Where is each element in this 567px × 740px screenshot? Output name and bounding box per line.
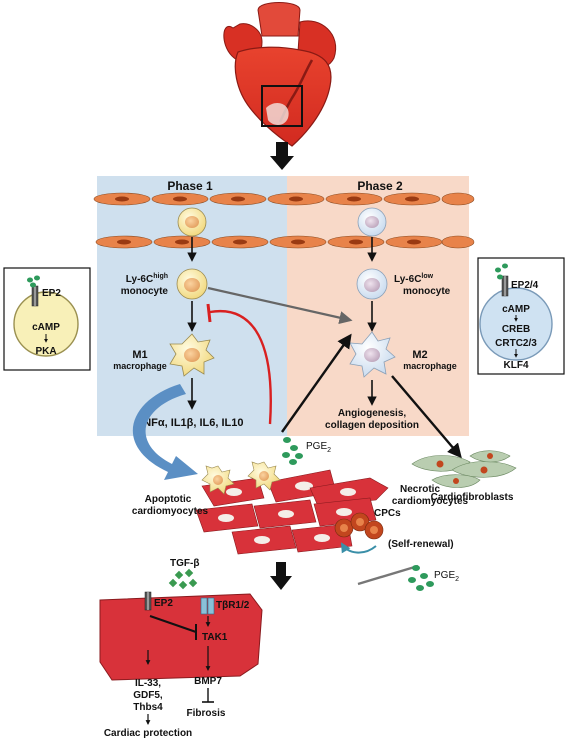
ly6c-low-monocyte-word: monocyte	[403, 286, 451, 297]
pge2-to-cpcs-line	[357, 564, 419, 586]
cytokines-label: TNFα, IL1β, IL6, IL10	[137, 417, 244, 429]
thbs4-label: Thbs4	[133, 702, 163, 713]
heart-vessels	[257, 2, 301, 37]
pge2-inhibition-line	[209, 309, 272, 425]
necrotic-label-1: Necrotic	[400, 484, 440, 495]
ly6c-high-monocyte-word: monocyte	[121, 286, 169, 297]
cpc-cells	[334, 512, 384, 540]
apoptotic-label-1: Apoptotic	[145, 494, 192, 505]
cardiofibroblasts-label: Cardiofibroblasts	[431, 492, 514, 503]
heart-illustration	[223, 2, 337, 147]
myocyte-row-bottom	[95, 235, 475, 249]
ep2-box-pka-label: PKA	[35, 346, 56, 357]
self-renewal-label: (Self-renewal)	[388, 539, 454, 550]
tbr-label: TβR1/2	[216, 600, 250, 611]
angiogenesis-label: Angiogenesis,	[338, 408, 407, 419]
necrotic-label-2: cardiomyocytes	[392, 496, 469, 507]
m1-macrophage	[169, 333, 215, 377]
tgfb-molecules	[168, 568, 198, 590]
phase2-title: Phase 2	[357, 179, 403, 193]
ep2-signaling-box	[3, 267, 91, 371]
m1-macrophage-word: macrophage	[113, 361, 167, 371]
m2-macrophage-word: macrophage	[403, 361, 457, 371]
ep2-receptor-bottom	[144, 591, 152, 611]
ep24-box-receptor-label: EP2/4	[511, 280, 539, 291]
cardiomyocyte-cell	[99, 593, 263, 681]
phase1-title: Phase 1	[167, 179, 213, 193]
collagen-label: collagen deposition	[325, 420, 419, 431]
ep24-box-creb-label: CREB	[502, 324, 530, 335]
fibrosis-label: Fibrosis	[187, 708, 226, 719]
ep2-box-camp-label: cAMP	[32, 322, 60, 333]
pge2-label-bottom: PGE2	[434, 570, 459, 583]
tbr-receptor	[200, 597, 215, 615]
ly6c-high-label: Ly-6Chigh	[126, 273, 168, 285]
pge2-label-top: PGE2	[306, 441, 331, 454]
tgfb-label: TGF-β	[170, 558, 199, 569]
infarct-box	[261, 85, 303, 127]
ep2-label-bottom: EP2	[154, 598, 173, 609]
cpcs-label: CPCs	[374, 508, 401, 519]
m1-label: M1	[132, 349, 147, 361]
il33-label: IL-33,	[135, 678, 161, 689]
ep24-box-camp-label: cAMP	[502, 304, 530, 315]
ep24-box-crtc-label: CRTC2/3	[495, 338, 537, 349]
myocyte-row-top	[93, 192, 475, 206]
ep2-box-receptor-label: EP2	[42, 288, 61, 299]
m2-label: M2	[412, 349, 427, 361]
ep2-inhibits-tak1	[149, 615, 197, 633]
tissue-down-arrow	[270, 562, 292, 590]
gdf5-label: GDF5,	[133, 690, 163, 701]
self-renewal-arrow	[340, 542, 377, 554]
cardiofibroblasts	[411, 450, 517, 488]
pge2-molecules-bottom	[408, 565, 434, 591]
pge2-molecules-top	[282, 437, 303, 465]
monocyte-transmigrating-phase1	[177, 207, 207, 237]
arrow-m2-to-fibroblasts	[391, 375, 462, 459]
bmp7-label: BMP7	[194, 676, 222, 687]
heart-down-arrow	[270, 142, 294, 170]
heart-ventricles	[234, 46, 332, 147]
pge2-inhibition-bar	[206, 303, 212, 323]
m2-macrophage	[349, 331, 396, 378]
ep24-signaling-box	[477, 257, 565, 375]
apoptotic-label-2: cardiomyocytes	[132, 506, 209, 517]
ep24-box-klf4-label: KLF4	[504, 360, 529, 371]
ly6c-low-monocyte	[356, 268, 388, 300]
monocyte-transmigrating-phase2	[357, 207, 387, 237]
apoptotic-macrophage-2	[247, 461, 281, 491]
ly6c-low-label: Ly-6Clow	[394, 273, 434, 285]
tak1-label: TAK1	[202, 632, 228, 643]
ly6c-high-monocyte	[176, 268, 208, 300]
apoptotic-macrophage-1	[201, 465, 235, 495]
cardiac-protection-label: Cardiac protection	[104, 728, 192, 739]
arrow-high-to-m2	[207, 286, 353, 325]
infarct-zone	[266, 103, 289, 125]
arrow-pge2-to-m2	[281, 333, 352, 433]
m1-to-apoptotic-arrow	[132, 384, 198, 480]
